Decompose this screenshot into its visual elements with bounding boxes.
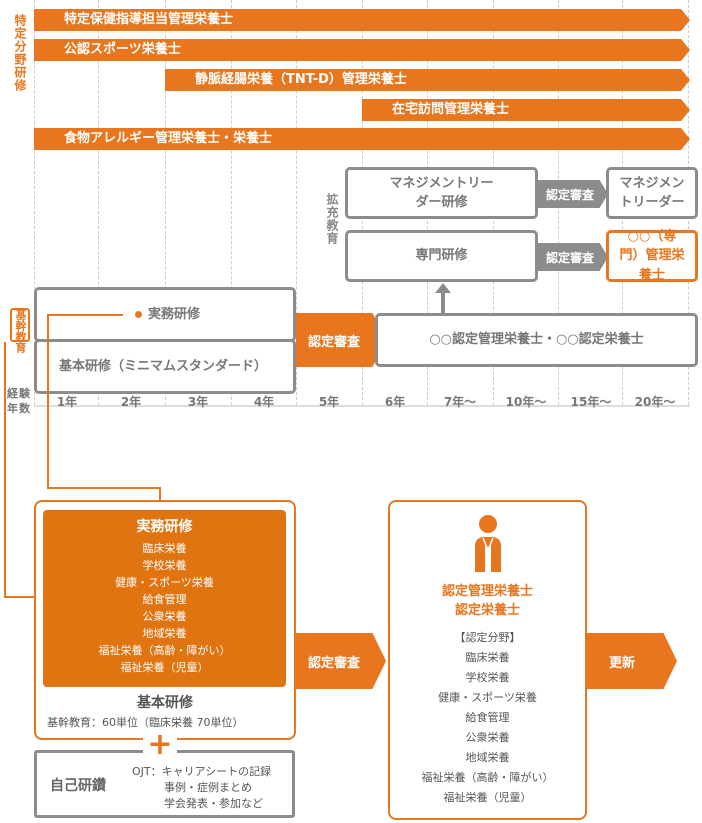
field-item: 健康・スポーツ栄養: [438, 691, 537, 704]
review-arrow-specialist: 認定審査: [538, 243, 608, 271]
certified-detail-box: 認定管理栄養士 認定栄養士 【認定分野】 臨床栄養 学校栄養 健康・スポーツ栄養…: [388, 500, 587, 820]
specialty-bar: 特定保健指導担当管理栄養士: [34, 9, 690, 31]
field-item: 臨床栄養: [465, 651, 510, 664]
specialty-bar: 食物アレルギー管理栄養士・栄養士: [34, 128, 690, 150]
connector-line: [4, 596, 34, 598]
renew-arrow: 更新: [587, 633, 677, 689]
year-label: 3年: [187, 395, 209, 409]
review-arrow-mgmt: 認定審査: [538, 180, 608, 208]
field-item: 福祉栄養（児童）: [443, 791, 532, 804]
review-arrow-core: 認定審査: [296, 313, 386, 367]
connector-line: [47, 314, 123, 316]
ojt-item: OJT：キャリアシートの記録: [132, 765, 272, 778]
connector-line: [4, 342, 6, 598]
up-arrow-head: [435, 283, 451, 293]
practical-detail-title: 実務研修: [136, 519, 193, 535]
practical-item: 健康・スポーツ栄養: [115, 576, 214, 589]
basic-training-box: 基本研修（ミニマムスタンダード）: [34, 339, 296, 394]
field-item: 公衆栄養: [465, 731, 510, 744]
specialty-label: 特定分野研修: [13, 14, 27, 92]
field-item: 福祉栄養（高齢・障がい）: [421, 771, 554, 784]
up-arrow-icon: [441, 290, 445, 314]
practical-item: 学校栄養: [142, 559, 187, 572]
cert-title-1: 認定管理栄養士: [441, 584, 533, 599]
year-label: 10年～: [505, 395, 547, 409]
mgmt-training-label: マネジメントリーダー研修: [389, 175, 494, 211]
practical-item: 公衆栄養: [142, 610, 187, 623]
year-label: 7年～: [443, 395, 477, 409]
year-label: 15年～: [570, 395, 612, 409]
self-study-label: 自己研鑽: [50, 778, 106, 794]
core-label: [10, 308, 30, 342]
review-arrow-detail: 認定審査: [296, 633, 386, 689]
practical-dot: [135, 311, 142, 318]
self-study-box: [34, 750, 295, 818]
specialist-training-label: 専門研修: [415, 248, 468, 264]
expanded-label: 拡充教育: [325, 193, 339, 245]
specialty-bar: 公認スポーツ栄養士: [34, 39, 690, 61]
ojt-item: 学会発表・参加など: [164, 797, 263, 810]
year-label: 5年: [318, 395, 340, 409]
year-label: 2年: [120, 395, 142, 409]
specialty-bar: 静脈経腸栄養（TNT-D）管理栄養士: [165, 69, 690, 91]
axis-label: 経験年数: [7, 387, 31, 415]
ojt-list: OJT：キャリアシートの記録 事例・症例まとめ 学会発表・参加など: [132, 764, 271, 812]
fields-title: 【認定分野】: [454, 631, 521, 644]
field-item: 給食管理: [465, 711, 510, 724]
practical-item: 地域栄養: [142, 627, 187, 640]
mgmt-leader-box: マネジメントリーダー: [606, 167, 698, 219]
basic-detail-title: 基本研修: [137, 695, 193, 711]
specialist-training-box: 専門研修: [345, 230, 538, 282]
basic-label: 基本研修（ミニマムスタンダード）: [59, 358, 268, 374]
practical-item: 臨床栄養: [142, 542, 187, 555]
practical-item: 給食管理: [142, 593, 187, 606]
ojt-item: 事例・症例まとめ: [164, 781, 252, 794]
specialist-title-label: ○○（専門）管理栄養士: [619, 228, 685, 283]
plus-icon: +: [143, 730, 177, 760]
practical-label: 実務研修: [148, 306, 201, 322]
field-item: 学校栄養: [465, 671, 510, 684]
year-label: 4年: [253, 395, 275, 409]
practical-item: 福祉栄養（高齢・障がい）: [98, 644, 231, 657]
year-label: 1年: [56, 395, 78, 409]
mgmt-leader-label: マネジメントリーダー: [619, 175, 685, 211]
mgmt-training-box: マネジメントリーダー研修: [345, 167, 538, 219]
basic-detail-units: 基幹教育：60単位（臨床栄養 70単位）: [47, 716, 244, 729]
field-item: 地域栄養: [465, 751, 510, 764]
connector-line: [47, 487, 161, 489]
practical-detail-panel: 実務研修 臨床栄養 学校栄養 健康・スポーツ栄養 給食管理 公衆栄養 地域栄養 …: [43, 510, 286, 687]
cert-title-2: 認定栄養士: [454, 603, 520, 618]
practical-item: 福祉栄養（児童）: [120, 661, 209, 674]
year-label: 20年～: [634, 395, 676, 409]
certified-box: ○○認定管理栄養士・○○認定栄養士: [375, 313, 698, 367]
dietitian-person-icon: [474, 515, 501, 572]
specialty-bar: 在宅訪問管理栄養士: [362, 99, 690, 121]
axis-line: [34, 405, 690, 407]
connector-line: [159, 487, 161, 511]
core-label-text: 基幹教育: [14, 309, 27, 353]
connector-line: [47, 314, 49, 489]
year-label: 6年: [384, 395, 406, 409]
specialist-title-box: ○○（専門）管理栄養士: [606, 229, 698, 283]
certified-label: ○○認定管理栄養士・○○認定栄養士: [429, 332, 644, 348]
